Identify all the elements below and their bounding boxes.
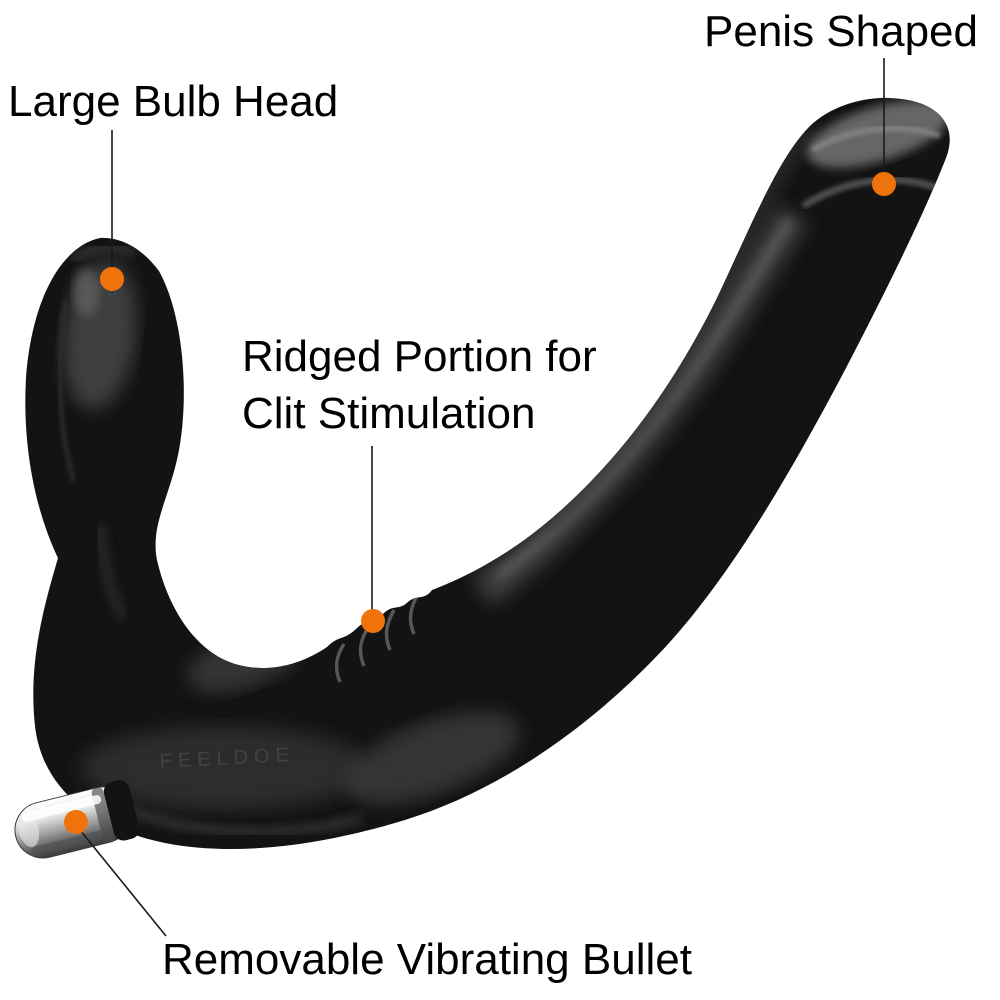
base-sheen xyxy=(80,726,370,810)
label-ridged-portion: Ridged Portion for Clit Stimulation xyxy=(242,328,597,442)
ridge-groove-lines xyxy=(334,593,420,683)
marker-dot-large-bulb-head xyxy=(100,267,124,291)
tip-glans-light xyxy=(806,100,950,168)
label-large-bulb-head: Large Bulb Head xyxy=(8,77,339,126)
bullet-bottom-shade xyxy=(31,827,114,855)
marker-dot-removable-bullet xyxy=(64,810,88,834)
leader-line-removable-bullet xyxy=(79,829,167,937)
shaft-base-sheen xyxy=(344,711,520,805)
ridge-groove-2 xyxy=(384,609,396,651)
bulb-crease xyxy=(57,299,77,483)
bullet-top-highlight xyxy=(21,795,102,822)
marker-dot-penis-shaped xyxy=(872,172,896,196)
marker-dots xyxy=(64,172,896,834)
marker-dot-ridged-portion xyxy=(361,609,385,633)
neck-shade xyxy=(95,524,128,621)
bulb-hotspot xyxy=(73,268,99,316)
label-removable-bullet: Removable Vibrating Bullet xyxy=(162,935,692,984)
shaft-sheen-core xyxy=(495,217,795,581)
bulb-top-rim-light xyxy=(69,243,136,263)
label-penis-shaped: Penis Shaped xyxy=(704,7,978,56)
leader-lines xyxy=(79,58,885,937)
body-sheen-highlights xyxy=(57,100,950,835)
base-bottom-light xyxy=(106,799,363,835)
ridge-groove-3 xyxy=(358,627,370,667)
tip-top-light xyxy=(810,125,941,153)
ridge-groove-4 xyxy=(334,643,346,683)
bullet-body-collar xyxy=(103,780,140,841)
label-ridged-portion-line1: Ridged Portion for xyxy=(242,332,597,381)
label-ridged-portion-line2: Clit Stimulation xyxy=(242,389,536,438)
